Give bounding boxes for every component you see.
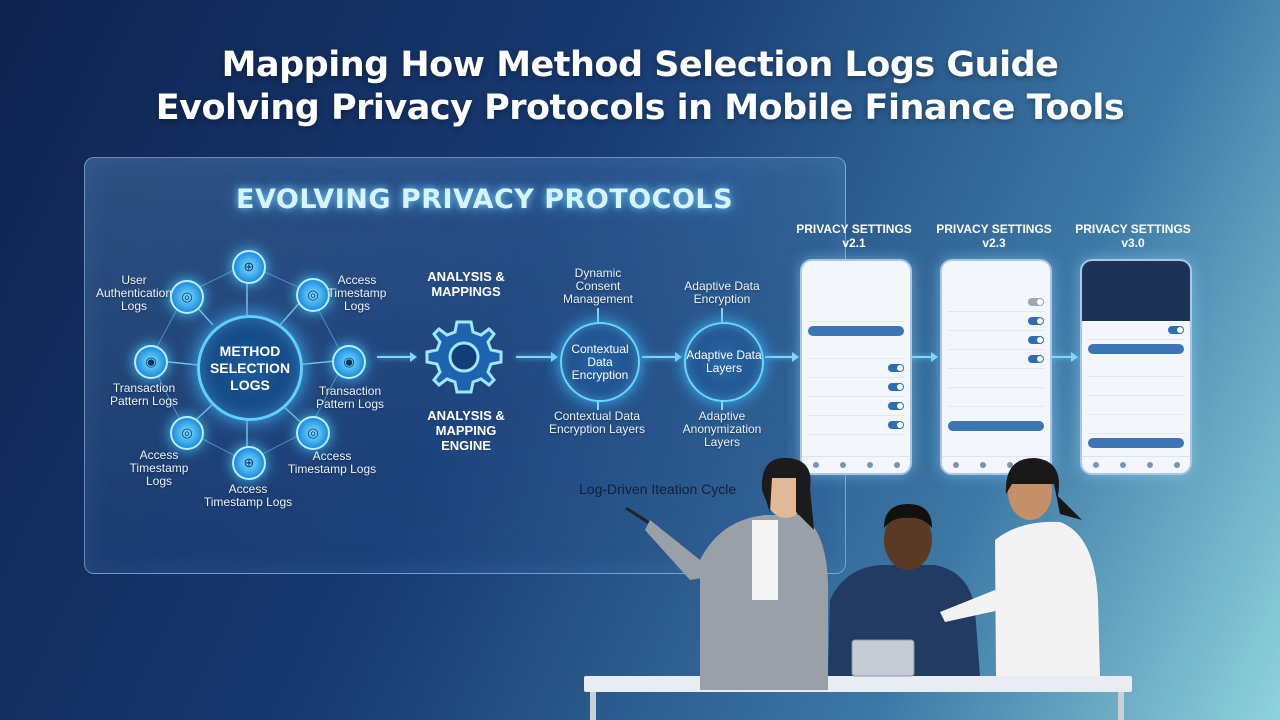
bottom-nav [1082,456,1190,473]
settings-row[interactable] [808,293,904,322]
settings-row[interactable] [948,369,1044,388]
user-icon: ◎ [170,280,204,314]
phone-title: PRIVACY SETTINGS v3.0 [1075,222,1191,250]
card-icon: ◉ [134,345,168,379]
phone-button[interactable] [948,421,1044,431]
contextual-encryption-ring: Contextual Data Encryption [560,322,640,402]
analysis-top-label: ANALYSIS & MAPPINGS [427,269,505,299]
phone-dark-header [1082,261,1190,321]
contextual-bottom-label: Contextual Data Encryption Layers [548,409,646,436]
flow-arrow [765,352,799,362]
settings-row[interactable] [1088,321,1184,340]
up-arrow [721,400,723,410]
settings-row[interactable] [1088,377,1184,396]
adaptive-bottom-label: Adaptive Anonymization Layers [682,409,762,449]
toggle[interactable] [888,364,904,372]
flow-arrow [377,352,417,362]
clock-icon: ◎ [296,416,330,450]
toggle[interactable] [888,421,904,429]
phone-button[interactable] [1088,344,1184,354]
settings-row[interactable] [1088,396,1184,415]
title-line-2: Evolving Privacy Protocols in Mobile Fin… [155,88,1125,128]
flow-arrow [1050,352,1078,362]
panel-heading: EVOLVING PRIVACY PROTOCOLS [236,184,734,215]
node-label: User Authentication Logs [95,273,173,313]
key-icon: ⊕ [232,446,266,480]
toggle[interactable] [1028,298,1044,306]
page-title: Mapping How Method Selection Logs Guide … [0,44,1280,130]
node-label: Transaction Pattern Logs [109,381,179,408]
phone-title: PRIVACY SETTINGS v2.3 [936,222,1052,250]
node-label: Access Timestamp Logs [129,448,189,488]
adaptive-top-label: Adaptive Data Encryption [684,279,760,306]
shield-icon: ◎ [296,278,330,312]
settings-row[interactable] [808,359,904,378]
phone-title: PRIVACY SETTINGS v2.1 [796,222,912,250]
phone-button[interactable] [808,326,904,336]
fingerprint-icon: ◎ [170,416,204,450]
settings-row[interactable] [1088,415,1184,434]
phone-button[interactable] [1088,438,1184,448]
phone-mockup-v30 [1080,259,1192,475]
settings-row[interactable] [948,293,1044,312]
flow-arrow [642,352,682,362]
settings-row[interactable] [948,331,1044,350]
flow-arrow [910,352,938,362]
toggle[interactable] [1028,336,1044,344]
phone-mockup-v23 [940,259,1052,475]
adaptive-layers-ring: Adaptive Data Layers [684,322,764,402]
settings-row[interactable] [1088,358,1184,377]
flow-arrow [516,352,558,362]
node-label: Access Timestamp Logs [327,273,387,313]
toggle[interactable] [1028,355,1044,363]
settings-row[interactable] [808,378,904,397]
down-arrow [721,308,723,322]
consent-label: Dynamic Consent Management [562,266,634,306]
chart-icon: ◉ [332,345,366,379]
toggle[interactable] [888,402,904,410]
settings-row[interactable] [808,340,904,359]
gear-icon [425,320,503,394]
title-line-1: Mapping How Method Selection Logs Guide [221,45,1059,85]
settings-row[interactable] [808,397,904,416]
analysis-bottom-label: ANALYSIS & MAPPING ENGINE [427,408,505,453]
toggle[interactable] [1028,317,1044,325]
cycle-label: Log-Driven Iteation Cycle [579,481,737,497]
method-selection-logs-hub: METHOD SELECTION LOGS [197,315,303,421]
up-arrow [597,400,599,410]
node-label: Transaction Pattern Logs [315,384,385,411]
bottom-nav [802,456,910,473]
settings-row[interactable] [948,388,1044,407]
toggle[interactable] [888,383,904,391]
settings-row[interactable] [948,350,1044,369]
lock-icon: ⊕ [232,250,266,284]
settings-row[interactable] [808,416,904,435]
node-label: Access Timestamp Logs [203,482,293,509]
phone-mockup-v21 [800,259,912,475]
toggle[interactable] [1168,326,1184,334]
settings-row[interactable] [948,312,1044,331]
node-label: Access Timestamp Logs [287,449,377,476]
down-arrow [597,308,599,322]
